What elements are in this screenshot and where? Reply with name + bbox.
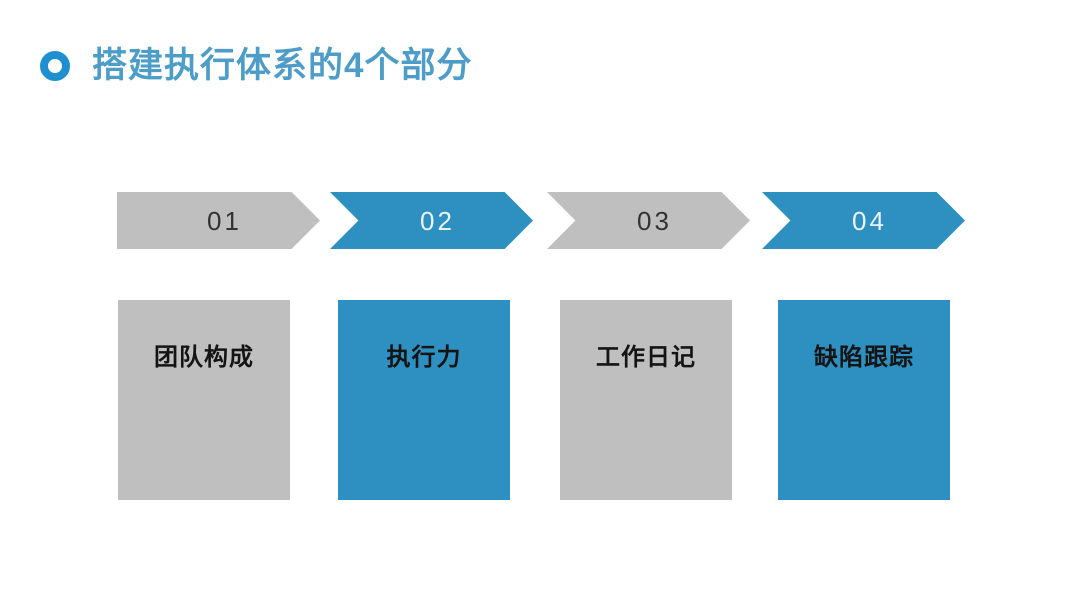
ring-bullet-icon xyxy=(40,50,70,81)
step-arrow-02[interactable]: 02 xyxy=(330,192,533,249)
step-arrow-band: 01 02 03 04 xyxy=(117,192,965,249)
content-card-2[interactable]: 执行力 xyxy=(338,300,510,500)
content-card-label-2: 执行力 xyxy=(386,344,462,371)
content-card-label-3: 工作日记 xyxy=(596,344,696,371)
slide-header: 搭建执行体系的4个部分 xyxy=(40,48,472,83)
step-number-01: 01 xyxy=(207,205,242,236)
step-number-03: 03 xyxy=(637,205,672,236)
content-card-label-1: 团队构成 xyxy=(154,344,254,371)
content-card-band: 团队构成 执行力 工作日记 缺陷跟踪 xyxy=(118,300,956,500)
step-arrow-03[interactable]: 03 xyxy=(547,192,750,249)
content-card-label-4: 缺陷跟踪 xyxy=(814,344,914,371)
step-number-02: 02 xyxy=(420,205,455,236)
content-card-4[interactable]: 缺陷跟踪 xyxy=(778,300,950,500)
page-title: 搭建执行体系的4个部分 xyxy=(92,46,473,85)
step-arrow-04[interactable]: 04 xyxy=(762,192,965,249)
content-card-3[interactable]: 工作日记 xyxy=(560,300,732,500)
step-number-04: 04 xyxy=(852,205,887,236)
content-card-1[interactable]: 团队构成 xyxy=(118,300,290,500)
step-arrow-01[interactable]: 01 xyxy=(117,192,320,249)
